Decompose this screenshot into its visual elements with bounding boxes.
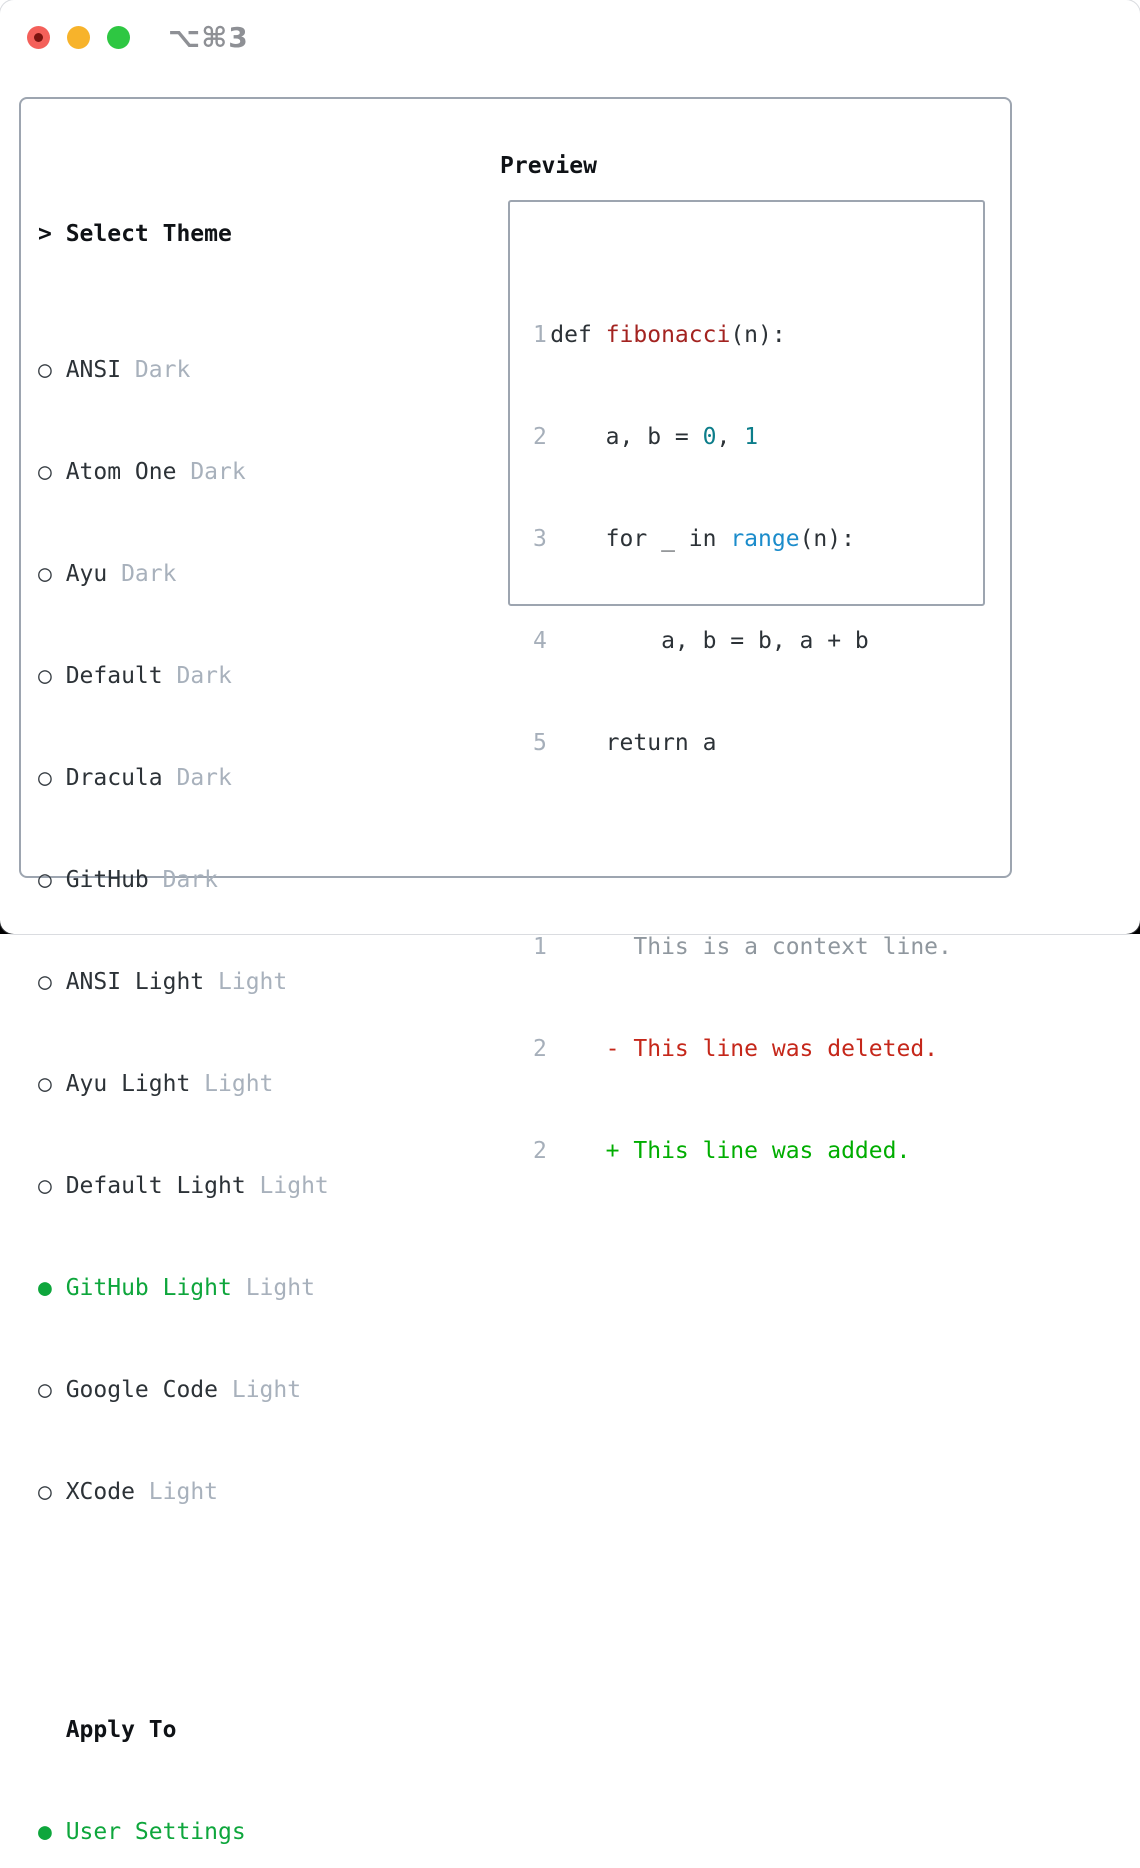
theme-option-ayu-light[interactable]: ○ Ayu Light Light [38, 1067, 426, 1101]
code-token: (n): [799, 526, 855, 552]
theme-option-ansi-dark[interactable]: ○ ANSI Dark [38, 353, 426, 387]
theme-name: Dracula [65, 765, 163, 791]
theme-option-dracula-dark[interactable]: ○ Dracula Dark [38, 761, 426, 795]
preview-title: Preview [500, 153, 597, 179]
line-number: 5 [533, 730, 547, 756]
keyboard-shortcut-label: ⌥⌘3 [168, 21, 249, 54]
code-token: (n): [730, 322, 786, 348]
theme-name: Atom One [65, 459, 177, 485]
theme-option-atom-one-dark[interactable]: ○ Atom One Dark [38, 455, 426, 489]
diff-context-line: 1 This is a context line. [533, 930, 952, 964]
apply-to-header: Apply To [65, 1717, 177, 1743]
line-number: 1 [533, 322, 547, 348]
function-name-token: fibonacci [605, 322, 731, 348]
code-token: def [550, 322, 606, 348]
radio-icon: ○ [38, 765, 52, 791]
close-button-dot [34, 33, 43, 42]
diff-added-line: 2 + This line was added. [533, 1134, 952, 1168]
theme-name: GitHub Light [65, 1275, 232, 1301]
theme-variant: Light [148, 1479, 219, 1505]
theme-name: Ayu [65, 561, 108, 587]
theme-name: ANSI Light [65, 969, 205, 995]
radio-icon: ○ [38, 969, 52, 995]
theme-option-xcode-light[interactable]: ○ XCode Light [38, 1475, 426, 1509]
spacer [38, 1611, 426, 1645]
theme-variant: Light [245, 1275, 315, 1301]
apply-option-user-settings[interactable]: ● User Settings [38, 1815, 426, 1849]
minimize-button[interactable] [67, 26, 90, 49]
line-number: 4 [533, 628, 547, 654]
radio-selected-icon: ● [38, 1819, 52, 1845]
theme-variant: Light [231, 1377, 302, 1403]
maximize-button[interactable] [107, 26, 130, 49]
code-token: return a [550, 730, 717, 756]
theme-variant: Light [259, 1173, 329, 1199]
code-token: a, b = [550, 424, 703, 450]
theme-name: XCode [65, 1479, 135, 1505]
spacer [533, 828, 952, 862]
theme-variant: Dark [162, 867, 219, 893]
code-line: 3 for _ in range(n): [533, 522, 952, 556]
theme-variant: Dark [176, 765, 232, 791]
code-line: 5 return a [533, 726, 952, 760]
theme-option-ansi-light[interactable]: ○ ANSI Light Light [38, 965, 426, 999]
theme-variant: Dark [176, 663, 232, 689]
line-number: 2 [533, 1036, 547, 1062]
theme-variant: Light [218, 969, 288, 995]
theme-name: Ayu Light [65, 1071, 191, 1097]
code-token: a, b = b, a + b [550, 628, 869, 654]
line-number: 2 [533, 1138, 547, 1164]
line-number: 3 [533, 526, 547, 552]
theme-name: GitHub [65, 867, 149, 893]
theme-option-github-dark[interactable]: ○ GitHub Dark [38, 863, 426, 897]
theme-name: Google Code [65, 1377, 219, 1403]
theme-variant: Light [204, 1071, 274, 1097]
line-number: 2 [533, 424, 547, 450]
cursor-marker: > [38, 221, 52, 247]
added-text: + This line was added. [550, 1138, 911, 1164]
radio-selected-icon: ● [38, 1275, 52, 1301]
radio-icon: ○ [38, 459, 52, 485]
select-theme-header: > Select Theme [38, 217, 426, 251]
theme-option-default-light[interactable]: ○ Default Light Light [38, 1169, 426, 1203]
radio-icon: ○ [38, 867, 52, 893]
radio-icon: ○ [38, 1173, 52, 1199]
radio-icon: ○ [38, 1377, 52, 1403]
radio-icon: ○ [38, 561, 52, 587]
close-button[interactable] [27, 26, 50, 49]
theme-option-github-light-selected[interactable]: ● GitHub Light Light [38, 1271, 426, 1305]
context-text: This is a context line. [550, 934, 952, 960]
code-token: , [716, 424, 745, 450]
theme-option-default-dark[interactable]: ○ Default Dark [38, 659, 426, 693]
theme-name: ANSI [65, 357, 122, 383]
theme-name: Default [65, 663, 163, 689]
code-line: 4 a, b = b, a + b [533, 624, 952, 658]
line-number: 1 [533, 934, 547, 960]
deleted-text: - This line was deleted. [550, 1036, 939, 1062]
theme-option-ayu-dark[interactable]: ○ Ayu Dark [38, 557, 426, 591]
builtin-token: range [730, 526, 800, 552]
theme-name: Default Light [65, 1173, 246, 1199]
number-token: 0 [702, 424, 717, 450]
radio-icon: ○ [38, 663, 52, 689]
theme-variant: Dark [190, 459, 246, 485]
apply-option-label: User Settings [65, 1819, 246, 1845]
theme-variant: Dark [121, 561, 177, 587]
select-theme-title: Select Theme [65, 221, 232, 247]
theme-option-google-code-light[interactable]: ○ Google Code Light [38, 1373, 426, 1407]
code-token: for _ in [550, 526, 731, 552]
preview-pane [508, 200, 985, 606]
code-line: 2 a, b = 0, 1 [533, 420, 952, 454]
radio-icon: ○ [38, 1071, 52, 1097]
diff-deleted-line: 2 - This line was deleted. [533, 1032, 952, 1066]
number-token: 1 [744, 424, 759, 450]
theme-variant: Dark [134, 357, 191, 383]
radio-icon: ○ [38, 357, 52, 383]
radio-icon: ○ [38, 1479, 52, 1505]
